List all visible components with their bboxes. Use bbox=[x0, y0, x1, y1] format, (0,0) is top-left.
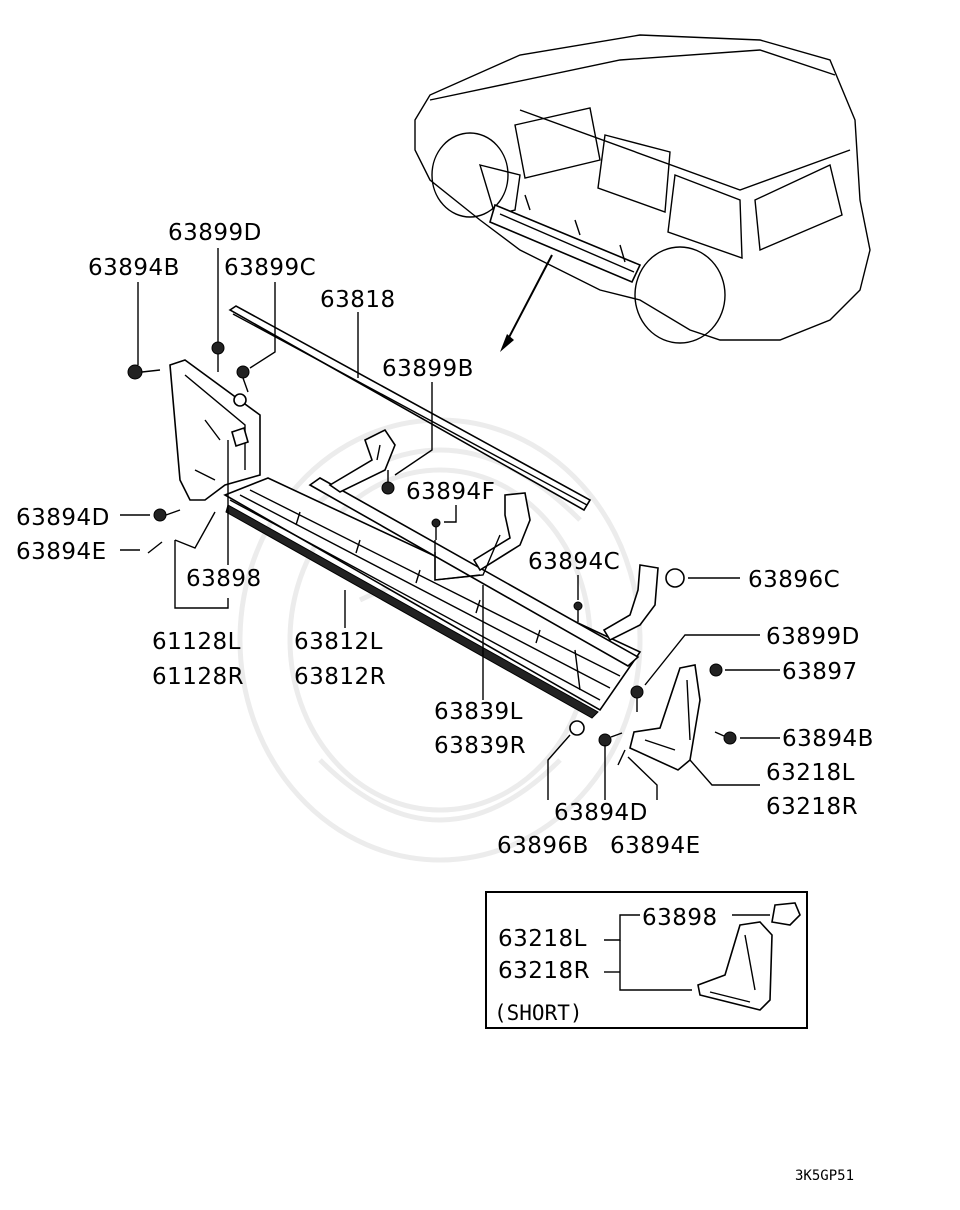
vehicle-outline bbox=[414, 34, 871, 352]
label-63839l: 63839L bbox=[434, 699, 523, 725]
bracket-rear bbox=[602, 564, 659, 642]
label-63899b: 63899B bbox=[382, 356, 474, 382]
label-63218r: 63218R bbox=[766, 794, 858, 820]
label-63894e: 63894E bbox=[16, 539, 107, 565]
label-63898: 63898 bbox=[186, 566, 262, 592]
side-molding bbox=[228, 305, 592, 512]
label-63897: 63897 bbox=[782, 659, 858, 685]
label-63899d-rear: 63899D bbox=[766, 624, 860, 650]
diagram-code: 3K5GP51 bbox=[795, 1168, 854, 1184]
inset-short-variant: 63898 63218L 63218R (SHORT) bbox=[485, 891, 808, 1029]
bracket-front bbox=[328, 428, 396, 493]
inset-label-63218r: 63218R bbox=[498, 958, 590, 984]
label-63894f: 63894F bbox=[406, 479, 495, 505]
label-63896c: 63896C bbox=[748, 567, 840, 593]
label-63894b: 63894B bbox=[88, 255, 180, 281]
inset-label-63898: 63898 bbox=[642, 905, 718, 931]
label-63812l: 63812L bbox=[294, 629, 383, 655]
label-61128r: 61128R bbox=[152, 664, 244, 690]
label-63812r: 63812R bbox=[294, 664, 386, 690]
label-63818: 63818 bbox=[320, 287, 396, 313]
rear-mudguard bbox=[629, 664, 701, 771]
label-63899c: 63899C bbox=[224, 255, 316, 281]
inset-caption: (SHORT) bbox=[494, 1001, 583, 1025]
running-board bbox=[223, 477, 642, 719]
label-63894e-rear: 63894E bbox=[610, 833, 701, 859]
label-63894d: 63894D bbox=[16, 505, 110, 531]
label-63896b: 63896B bbox=[497, 833, 589, 859]
callout-labels: 63899D 63894B 63899C 63818 63899B 63894F… bbox=[16, 220, 874, 859]
label-63899d: 63899D bbox=[168, 220, 262, 246]
label-63894d-rear: 63894D bbox=[554, 800, 648, 826]
label-63894b-rear: 63894B bbox=[782, 726, 874, 752]
bracket-middle bbox=[472, 492, 531, 572]
label-63894c: 63894C bbox=[528, 549, 620, 575]
inset-label-63218l: 63218L bbox=[498, 926, 587, 952]
front-mudguard bbox=[169, 359, 261, 501]
fasteners bbox=[127, 341, 737, 766]
label-63218l: 63218L bbox=[766, 760, 855, 786]
label-63839r: 63839R bbox=[434, 733, 526, 759]
leader-lines bbox=[120, 248, 780, 800]
label-61128l: 61128L bbox=[152, 629, 241, 655]
